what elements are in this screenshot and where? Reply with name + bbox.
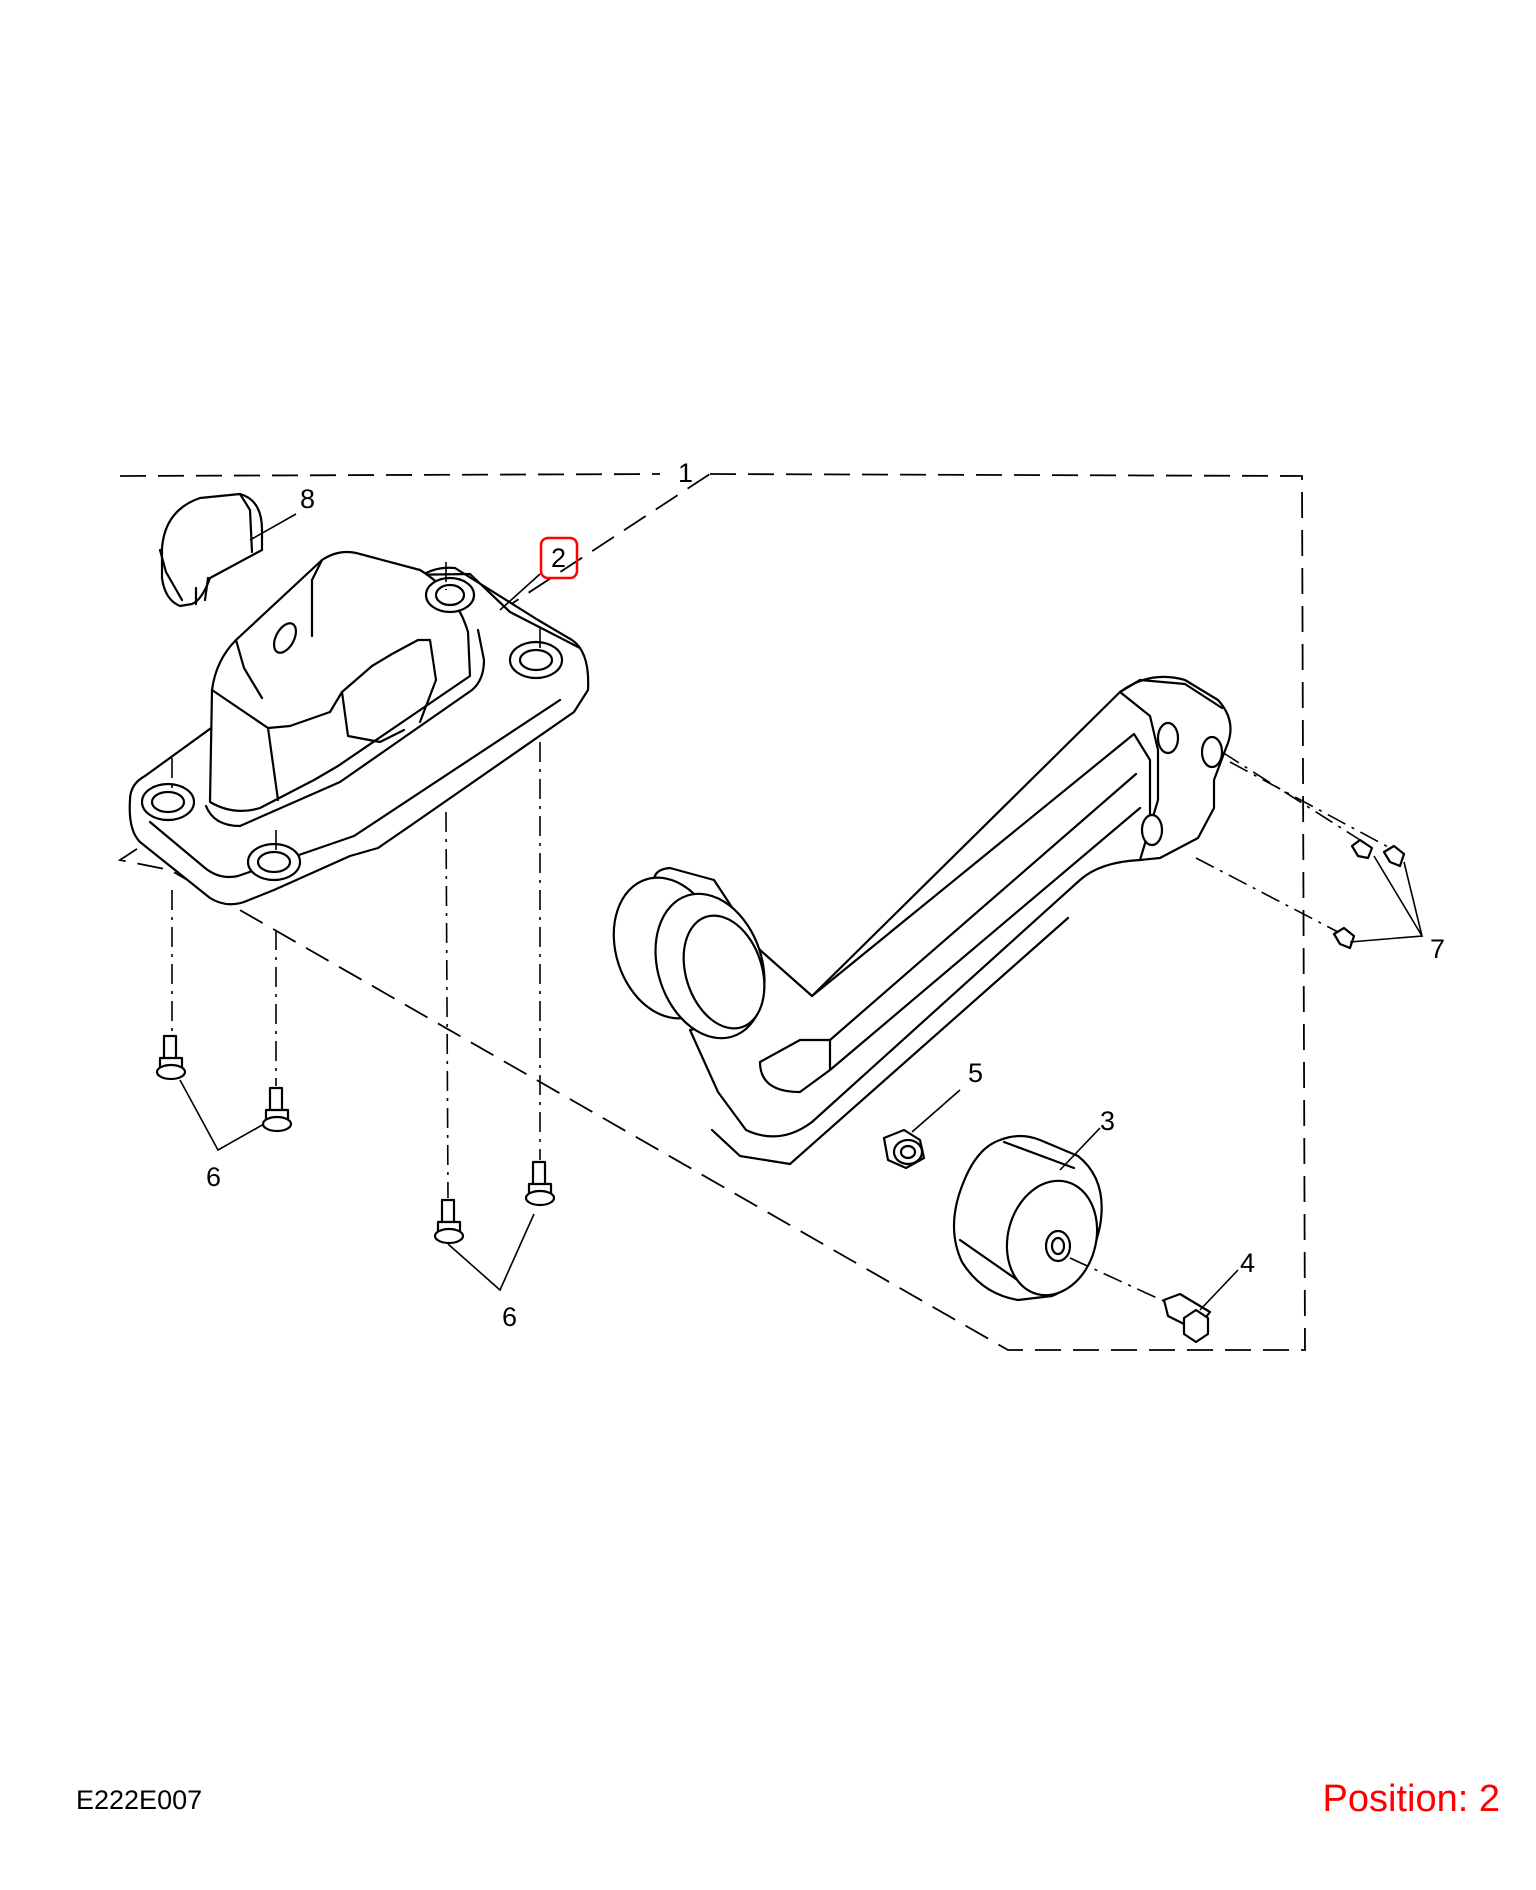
part-7-screws[interactable] <box>1332 838 1406 950</box>
assembly-boundary <box>117 473 1306 1351</box>
callout-2[interactable]: 2 <box>551 543 566 573</box>
callout-7[interactable]: 7 <box>1430 934 1445 964</box>
part-5-flange-nut[interactable] <box>882 1128 926 1170</box>
callout-5[interactable]: 5 <box>968 1058 983 1088</box>
callout-6-left[interactable]: 6 <box>206 1162 221 1192</box>
callout-6-right[interactable]: 6 <box>502 1302 517 1332</box>
callouts: 1 2 3 4 5 6 6 7 8 <box>206 458 1445 1332</box>
part-mount-arm[interactable] <box>596 675 1232 1166</box>
part-2-mount-bracket[interactable] <box>128 550 590 906</box>
leader-lines <box>179 513 1424 1311</box>
part-3-rubber-bushing[interactable] <box>952 1134 1110 1305</box>
diagram-code: E222E007 <box>76 1785 203 1815</box>
callout-8[interactable]: 8 <box>300 484 315 514</box>
callout-1[interactable]: 1 <box>678 458 693 488</box>
part-6-screws-right[interactable] <box>433 1160 556 1245</box>
callout-2-highlight-frame <box>539 536 579 580</box>
part-4-hex-bolt[interactable] <box>1162 1292 1212 1344</box>
part-8-rubber-cap[interactable] <box>158 492 264 608</box>
callout-4[interactable]: 4 <box>1240 1248 1255 1278</box>
callout-3[interactable]: 3 <box>1100 1106 1115 1136</box>
position-label: Position: 2 <box>1322 1778 1500 1820</box>
assembly-centerlines <box>171 562 1391 1305</box>
part-6-screws-left[interactable] <box>155 1034 293 1133</box>
